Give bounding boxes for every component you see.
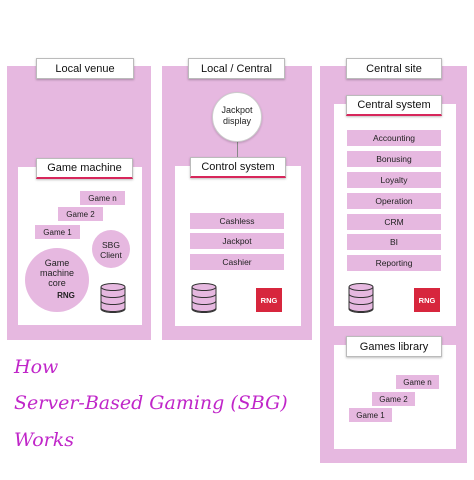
sbg-client-circle <box>92 230 130 268</box>
bi-label: BI <box>389 237 399 247</box>
control-rng-badge: RNG <box>256 288 282 312</box>
database-icon <box>348 283 374 313</box>
library-game-n-card: Game n <box>395 374 440 390</box>
operation-item: Operation <box>346 192 442 210</box>
control-rng-label: RNG <box>260 295 278 305</box>
core-line-1: Game <box>44 258 70 268</box>
jackpot-display-line-1: Jackpot <box>221 105 253 115</box>
control-system-title-label: Control system <box>201 161 275 173</box>
crm-item: CRM <box>346 213 442 231</box>
cashless-label: Cashless <box>219 216 255 226</box>
bi-item: BI <box>346 233 442 251</box>
operation-label: Operation <box>375 196 413 206</box>
game-machine-title: Game machine <box>36 158 133 179</box>
central-rng-badge: RNG <box>414 288 440 312</box>
cashier-label: Cashier <box>222 257 252 267</box>
central-site-header-label: Central site <box>366 62 422 75</box>
caption-line-3: Works <box>14 429 75 451</box>
accounting-item: Accounting <box>346 129 442 147</box>
core-rng-label: RNG <box>57 291 75 300</box>
library-game-1-card: Game 1 <box>348 407 393 423</box>
game-n-label: Game n <box>88 193 117 203</box>
jackpot-display-line-2: display <box>222 116 251 126</box>
library-game-2-card: Game 2 <box>371 391 416 407</box>
caption-line-2: Server-Based Gaming (SBG) <box>14 392 288 414</box>
crm-label: CRM <box>384 217 404 227</box>
library-game-n-label: Game n <box>403 377 432 387</box>
cashier-item: Cashier <box>189 253 285 271</box>
jackpot-item: Jackpot <box>189 232 285 250</box>
connector-line <box>237 137 238 157</box>
game-2-label: Game 2 <box>66 209 95 219</box>
library-game-1-label: Game 1 <box>356 410 385 420</box>
loyalty-item: Loyalty <box>346 171 442 189</box>
central-rng-label: RNG <box>418 295 436 305</box>
central-site-header: Central site <box>346 58 442 79</box>
sbg-client-text: SBG Client <box>92 240 130 260</box>
game-machine-core-text: Game machine core RNG <box>25 258 89 301</box>
jackpot-display-circle <box>212 92 262 142</box>
control-system-title: Control system <box>190 157 286 178</box>
game-machine-title-label: Game machine <box>47 162 122 174</box>
local-venue-header: Local venue <box>36 58 134 79</box>
accounting-label: Accounting <box>372 133 416 143</box>
central-system-title: Central system <box>346 95 442 116</box>
core-line-2: machine <box>39 268 75 278</box>
bonusing-label: Bonusing <box>376 154 412 164</box>
game-2-card: Game 2 <box>57 206 104 222</box>
loyalty-label: Loyalty <box>380 175 408 185</box>
game-1-label: Game 1 <box>43 227 72 237</box>
database-icon <box>191 283 217 313</box>
sbg-line-2: Client <box>100 250 122 260</box>
reporting-item: Reporting <box>346 254 442 272</box>
jackpot-display-text: Jackpot display <box>212 105 262 127</box>
games-library-title: Games library <box>346 336 442 357</box>
cashless-item: Cashless <box>189 212 285 230</box>
core-line-3: core <box>48 278 66 288</box>
local-venue-header-label: Local venue <box>55 62 115 75</box>
bonusing-item: Bonusing <box>346 150 442 168</box>
jackpot-label: Jackpot <box>222 236 252 246</box>
game-n-card: Game n <box>79 190 126 206</box>
game-machine-core-circle <box>25 248 89 312</box>
game-1-card: Game 1 <box>34 224 81 240</box>
games-library-title-label: Games library <box>359 340 429 353</box>
database-icon <box>100 283 126 313</box>
sbg-line-1: SBG <box>102 240 120 250</box>
local-central-header: Local / Central <box>188 58 285 79</box>
caption-line-1: How <box>14 356 59 378</box>
reporting-label: Reporting <box>375 258 413 268</box>
central-system-title-label: Central system <box>357 99 431 111</box>
local-central-header-label: Local / Central <box>201 62 272 75</box>
library-game-2-label: Game 2 <box>379 394 408 404</box>
